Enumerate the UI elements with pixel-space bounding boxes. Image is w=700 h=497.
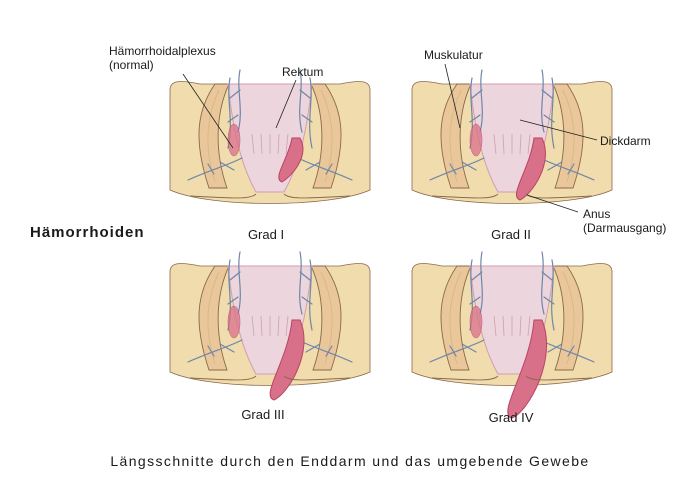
vessel-network-left [187, 69, 243, 181]
panel-grade-3 [169, 251, 371, 401]
muscle-striation [320, 271, 333, 365]
grade-label-2: Grad II [491, 227, 531, 242]
panel-grade-1 [169, 69, 371, 204]
muscle-striation [207, 271, 220, 365]
vessel-network-right [297, 69, 353, 181]
muscle-right [310, 83, 342, 189]
diagram-caption: Längsschnitte durch den Enddarm und das … [110, 453, 590, 469]
leader-anus [526, 194, 579, 213]
hemorrhoid-prolapse [515, 137, 546, 201]
label-plexus: Hämorrhoidalplexus (normal) [109, 44, 216, 72]
label-anus: Anus (Darmausgang) [583, 207, 666, 235]
muscle-striation [562, 89, 575, 183]
mucosa-fold [251, 315, 255, 337]
vessel-network-right [539, 251, 595, 363]
label-muskulatur: Muskulatur [424, 48, 483, 62]
muscle-left [440, 83, 472, 189]
panel-grade-4 [411, 251, 613, 419]
muscle-striation [320, 89, 333, 183]
muscle-right [552, 83, 584, 189]
label-plexus-line1: Hämorrhoidalplexus [109, 44, 216, 58]
skin-line [189, 193, 351, 199]
grade-label-4: Grad IV [488, 410, 534, 425]
muscle-left [440, 265, 472, 371]
leader-plexus [182, 73, 234, 149]
label-anus-line1: Anus [583, 207, 611, 221]
vessel-network-left [429, 69, 485, 181]
mucosa-fold [277, 315, 280, 337]
vessel-network-left [187, 251, 243, 363]
mucosa-fold [502, 315, 505, 337]
vessel-network-left [429, 251, 485, 363]
plexus-normal [469, 305, 483, 339]
muscle-left [198, 83, 230, 189]
label-plexus-line2: (normal) [109, 58, 154, 72]
mucosa-fold [519, 133, 522, 155]
leader-muskulatur [444, 63, 461, 129]
mucosa-fold [493, 133, 497, 155]
mucosa-fold [277, 133, 280, 155]
muscle-left [198, 265, 230, 371]
mucosa-fold [519, 315, 522, 337]
muscle-striation [449, 89, 462, 183]
leader-dickdarm [519, 119, 598, 141]
plexus-normal [227, 123, 241, 157]
mucosa-fold [260, 133, 263, 155]
mucosa-fold [527, 133, 531, 155]
muscle-striation [207, 89, 220, 183]
mucosa-fold [285, 315, 289, 337]
diagram-title: Hämorrhoiden [30, 224, 145, 241]
grade-label-3: Grad III [241, 407, 285, 422]
label-anus-line2: (Darmausgang) [583, 221, 667, 235]
vessel-network-right [539, 69, 595, 181]
panels-layer [169, 69, 613, 419]
hemorrhoid-prolapse [269, 319, 305, 401]
plexus-normal [469, 123, 483, 157]
vessel-network-right [297, 251, 353, 363]
grade-label-1: Grad I [247, 227, 285, 242]
label-rektum: Rektum [282, 65, 324, 79]
mucosa-fold [251, 133, 255, 155]
label-dickdarm: Dickdarm [600, 134, 651, 148]
mucosa-fold [527, 315, 531, 337]
muscle-striation [562, 271, 575, 365]
plexus-normal [227, 305, 241, 339]
skin-line [189, 375, 351, 381]
mucosa-fold [493, 315, 497, 337]
mucosa-fold [285, 133, 289, 155]
hemorrhoid-prolapse [278, 137, 304, 183]
panel-grade-2 [411, 69, 613, 204]
leader-lines [182, 63, 598, 213]
muscle-right [552, 265, 584, 371]
hemorrhoid-prolapse [507, 319, 548, 419]
mucosa-fold [260, 315, 263, 337]
skin-line [431, 375, 593, 381]
mucosa-fold [502, 133, 505, 155]
muscle-striation [449, 271, 462, 365]
muscle-right [310, 265, 342, 371]
leader-rektum [275, 79, 297, 129]
